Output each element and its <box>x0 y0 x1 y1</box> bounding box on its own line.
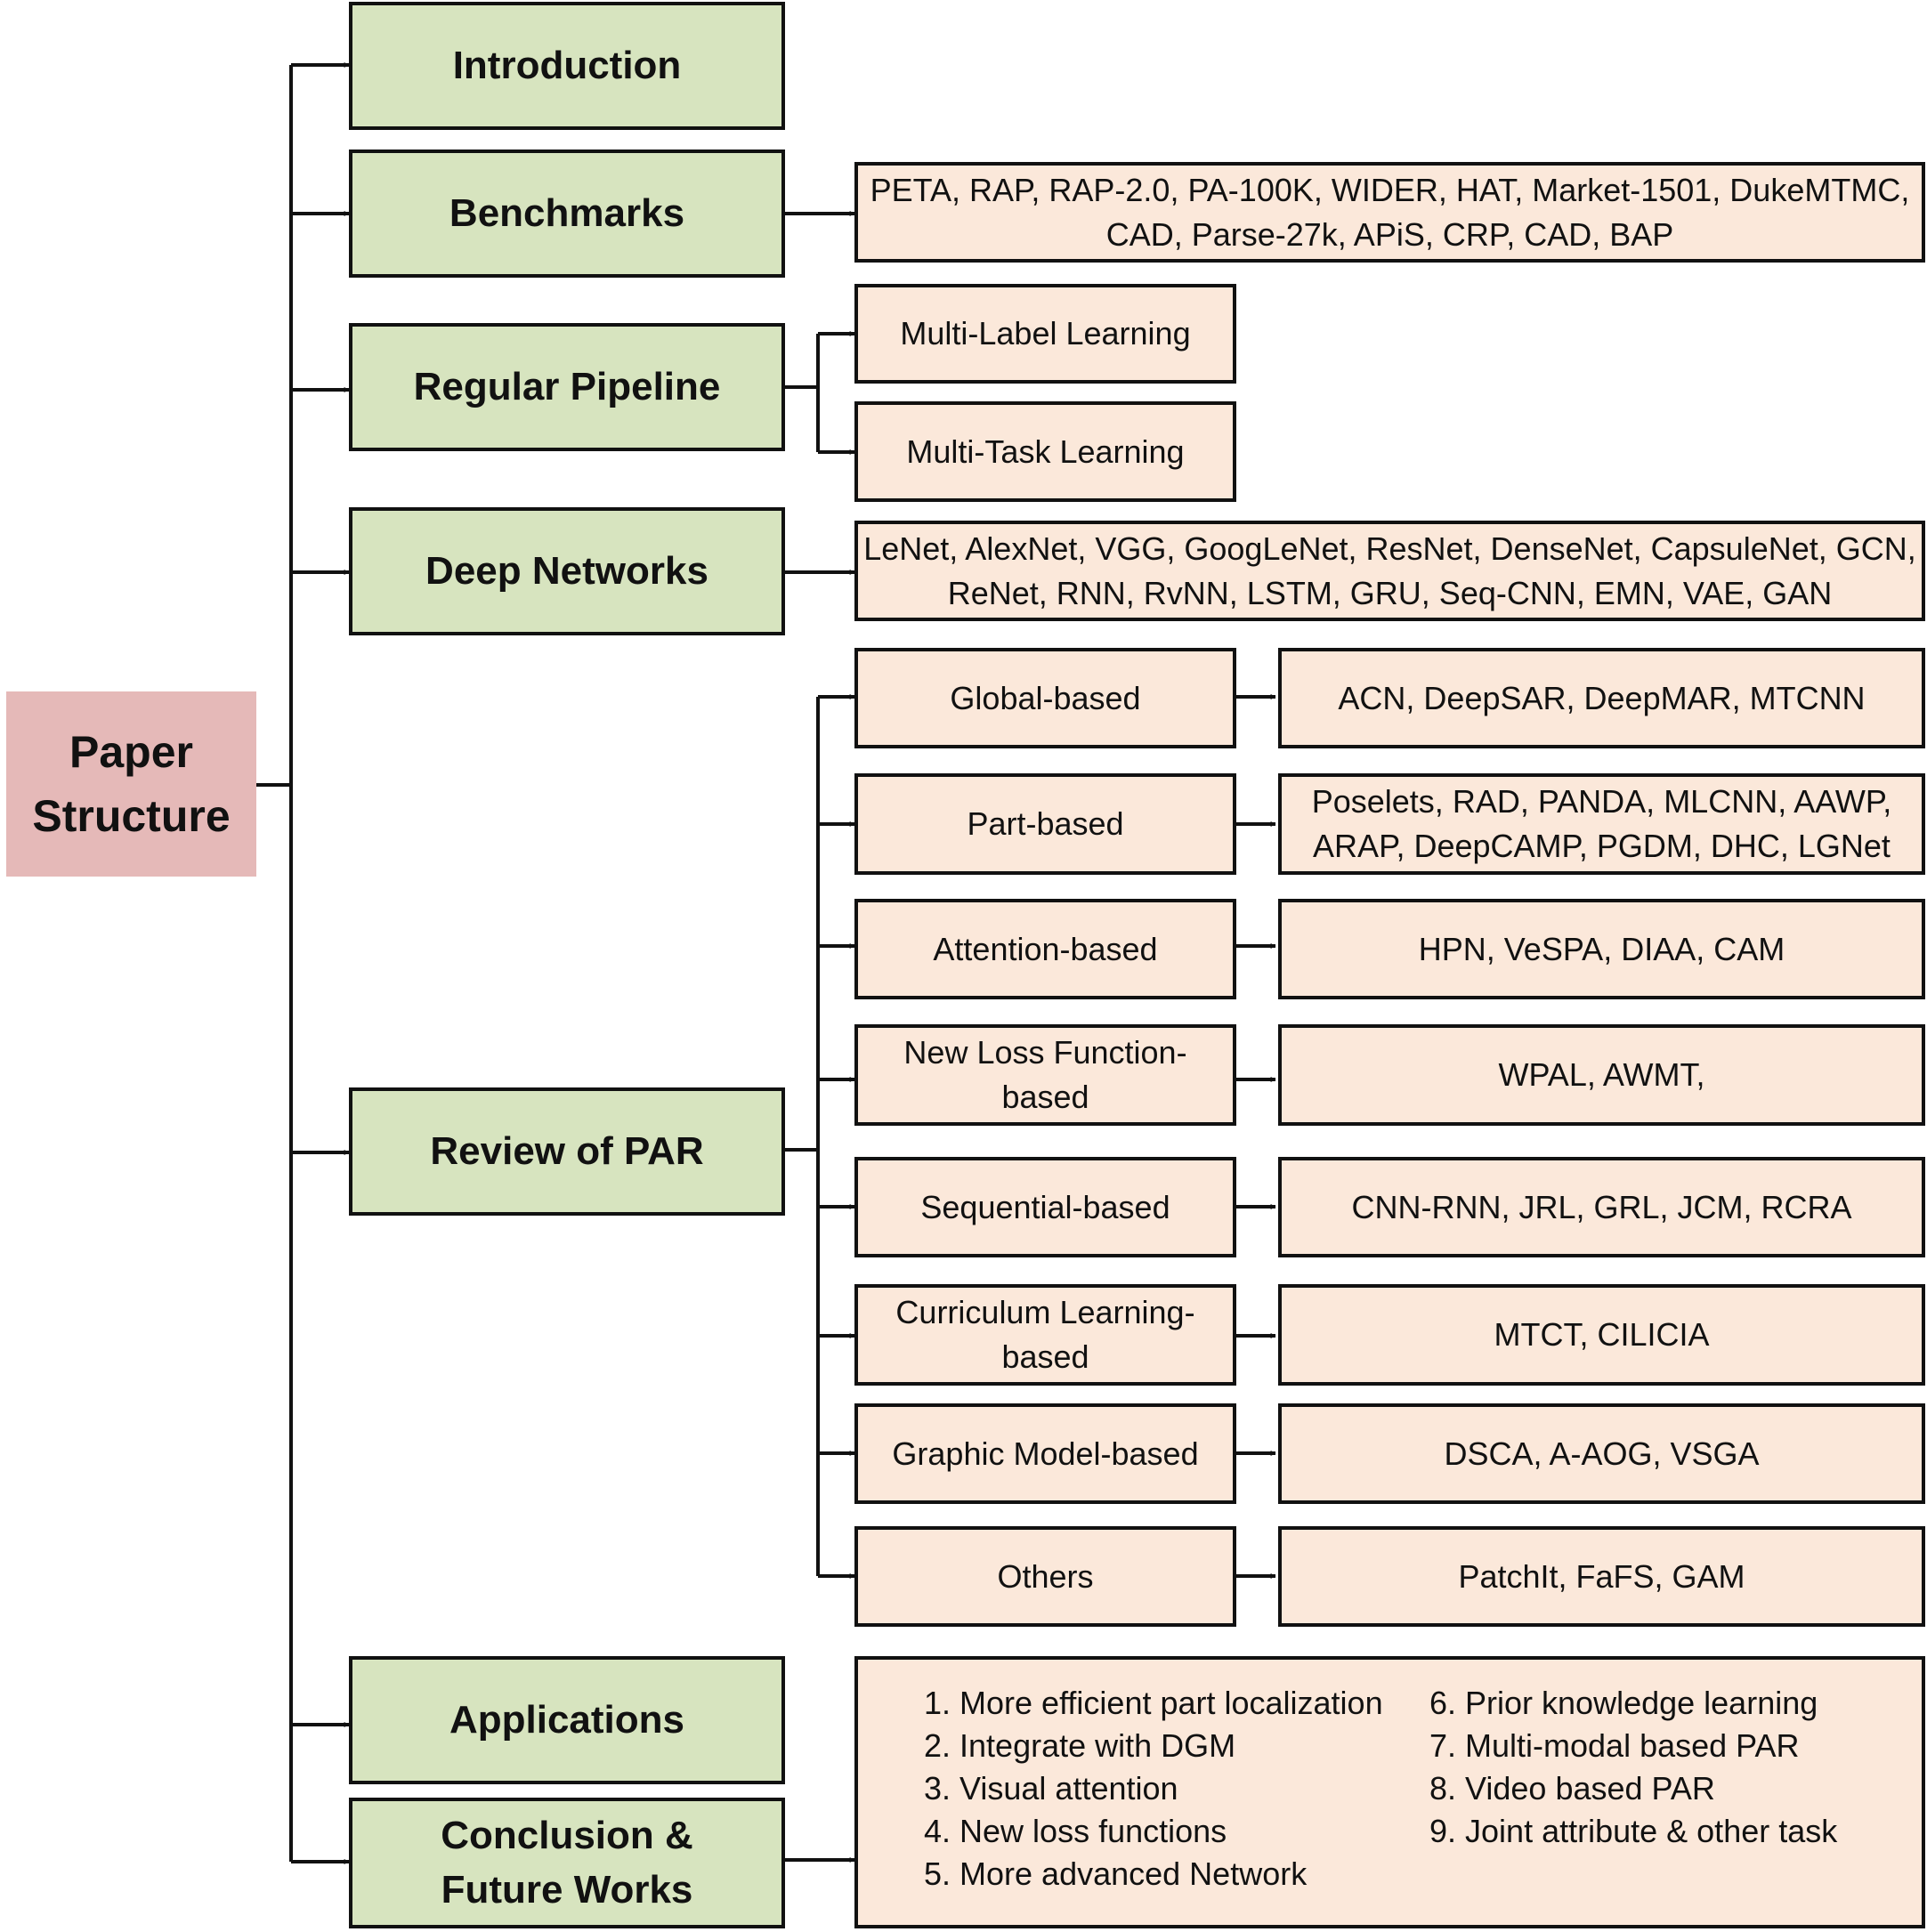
par-methods-curriculum-learning-based: MTCT, CILICIA <box>1278 1284 1925 1386</box>
par-methods-text-line1: Poselets, RAD, PANDA, MLCNN, AAWP, <box>1311 783 1892 820</box>
section-introduction-label: Introduction <box>452 43 682 87</box>
par-methods-text: HPN, VeSPA, DIAA, CAM <box>1418 930 1785 967</box>
par-methods-new-loss-function-based: WPAL, AWMT, <box>1278 1024 1925 1126</box>
section-applications: Applications <box>349 1656 785 1784</box>
par-methods-text: ACN, DeepSAR, DeepMAR, MTCNN <box>1338 679 1866 716</box>
root-node-paper-structure: Paper Structure <box>6 691 256 877</box>
section-regular-pipeline: Regular Pipeline <box>349 323 785 451</box>
future-works-list: 1. More efficient part localization 2. I… <box>924 1682 1892 1896</box>
pipeline-item-label: Multi-Label Learning <box>900 315 1191 352</box>
par-category-label: Graphic Model-based <box>892 1435 1199 1472</box>
par-category-attention-based: Attention-based <box>854 899 1236 999</box>
par-category-label-line2: based <box>1001 1079 1089 1115</box>
section-applications-label: Applications <box>449 1697 685 1742</box>
par-methods-text: PatchIt, FaFS, GAM <box>1458 1557 1745 1595</box>
par-methods-others: PatchIt, FaFS, GAM <box>1278 1526 1925 1627</box>
section-benchmarks-label: Benchmarks <box>449 190 685 235</box>
pipeline-item-multi-task-learning: Multi-Task Learning <box>854 401 1236 502</box>
section-review-of-par: Review of PAR <box>349 1087 785 1216</box>
par-methods-sequential-based: CNN-RNN, JRL, GRL, JCM, RCRA <box>1278 1157 1925 1257</box>
par-methods-attention-based: HPN, VeSPA, DIAA, CAM <box>1278 899 1925 999</box>
par-category-global-based: Global-based <box>854 648 1236 748</box>
par-category-curriculum-learning-based: Curriculum Learning- based <box>854 1284 1236 1386</box>
section-conclusion-future-works: Conclusion & Future Works <box>349 1798 785 1928</box>
par-category-new-loss-function-based: New Loss Function- based <box>854 1024 1236 1126</box>
par-methods-text: WPAL, AWMT, <box>1498 1056 1705 1094</box>
par-category-label-line1: New Loss Function- <box>903 1034 1187 1071</box>
par-methods-graphic-model-based: DSCA, A-AOG, VSGA <box>1278 1403 1925 1504</box>
section-introduction: Introduction <box>349 2 785 130</box>
pipeline-item-multi-label-learning: Multi-Label Learning <box>854 284 1236 384</box>
future-work-item: 4. New loss functions <box>924 1813 1227 1849</box>
par-methods-text-line2: ARAP, DeepCAMP, PGDM, DHC, LGNet <box>1313 828 1891 864</box>
section-regular-pipeline-label: Regular Pipeline <box>413 364 721 408</box>
root-label-line1: Paper <box>69 726 193 777</box>
future-work-item: 9. Joint attribute & other task <box>1429 1813 1838 1849</box>
par-methods-global-based: ACN, DeepSAR, DeepMAR, MTCNN <box>1278 648 1925 748</box>
benchmarks-detail-line2: CAD, Parse-27k, APiS, CRP, CAD, BAP <box>1105 215 1674 253</box>
future-works-panel <box>854 1656 1925 1928</box>
deep-networks-detail: LeNet, AlexNet, VGG, GoogLeNet, ResNet, … <box>854 521 1925 621</box>
par-methods-text: MTCT, CILICIA <box>1494 1316 1710 1354</box>
par-category-label: Global-based <box>950 679 1141 716</box>
section-conclusion-label-line2: Future Works <box>441 1867 693 1912</box>
pipeline-item-label: Multi-Task Learning <box>906 432 1185 470</box>
deep-networks-detail-line1: LeNet, AlexNet, VGG, GoogLeNet, ResNet, … <box>863 529 1916 567</box>
benchmarks-detail: PETA, RAP, RAP-2.0, PA-100K, WIDER, HAT,… <box>854 162 1925 263</box>
section-conclusion-label-line1: Conclusion & <box>441 1813 693 1857</box>
future-work-item: 5. More advanced Network <box>924 1855 1308 1892</box>
par-category-others: Others <box>854 1526 1236 1627</box>
par-category-label: Attention-based <box>933 930 1158 967</box>
future-work-item: 2. Integrate with DGM <box>924 1727 1236 1764</box>
par-category-sequential-based: Sequential-based <box>854 1157 1236 1257</box>
future-work-item: 1. More efficient part localization <box>924 1685 1383 1721</box>
par-methods-text: DSCA, A-AOG, VSGA <box>1444 1435 1760 1472</box>
par-category-label-line2: based <box>1001 1338 1089 1375</box>
par-methods-text: CNN-RNN, JRL, GRL, JCM, RCRA <box>1351 1188 1852 1225</box>
deep-networks-detail-line2: ReNet, RNN, RvNN, LSTM, GRU, Seq-CNN, EM… <box>947 574 1833 611</box>
par-category-part-based: Part-based <box>854 773 1236 875</box>
par-category-label: Others <box>997 1557 1094 1595</box>
par-methods-part-based: Poselets, RAD, PANDA, MLCNN, AAWP, ARAP,… <box>1278 773 1925 875</box>
par-category-label: Sequential-based <box>920 1188 1170 1225</box>
future-work-item: 6. Prior knowledge learning <box>1429 1685 1818 1721</box>
section-review-of-par-label: Review of PAR <box>430 1128 704 1173</box>
future-work-item: 7. Multi-modal based PAR <box>1429 1727 1800 1764</box>
par-category-label-line1: Curriculum Learning- <box>895 1294 1195 1331</box>
section-deep-networks: Deep Networks <box>349 507 785 635</box>
par-category-graphic-model-based: Graphic Model-based <box>854 1403 1236 1504</box>
section-benchmarks: Benchmarks <box>349 150 785 278</box>
root-label-line2: Structure <box>32 791 231 841</box>
future-work-item: 8. Video based PAR <box>1429 1770 1715 1807</box>
par-category-label: Part-based <box>967 805 1124 843</box>
future-work-item: 3. Visual attention <box>924 1770 1178 1807</box>
benchmarks-detail-line1: PETA, RAP, RAP-2.0, PA-100K, WIDER, HAT,… <box>870 171 1910 208</box>
section-deep-networks-label: Deep Networks <box>425 548 708 593</box>
